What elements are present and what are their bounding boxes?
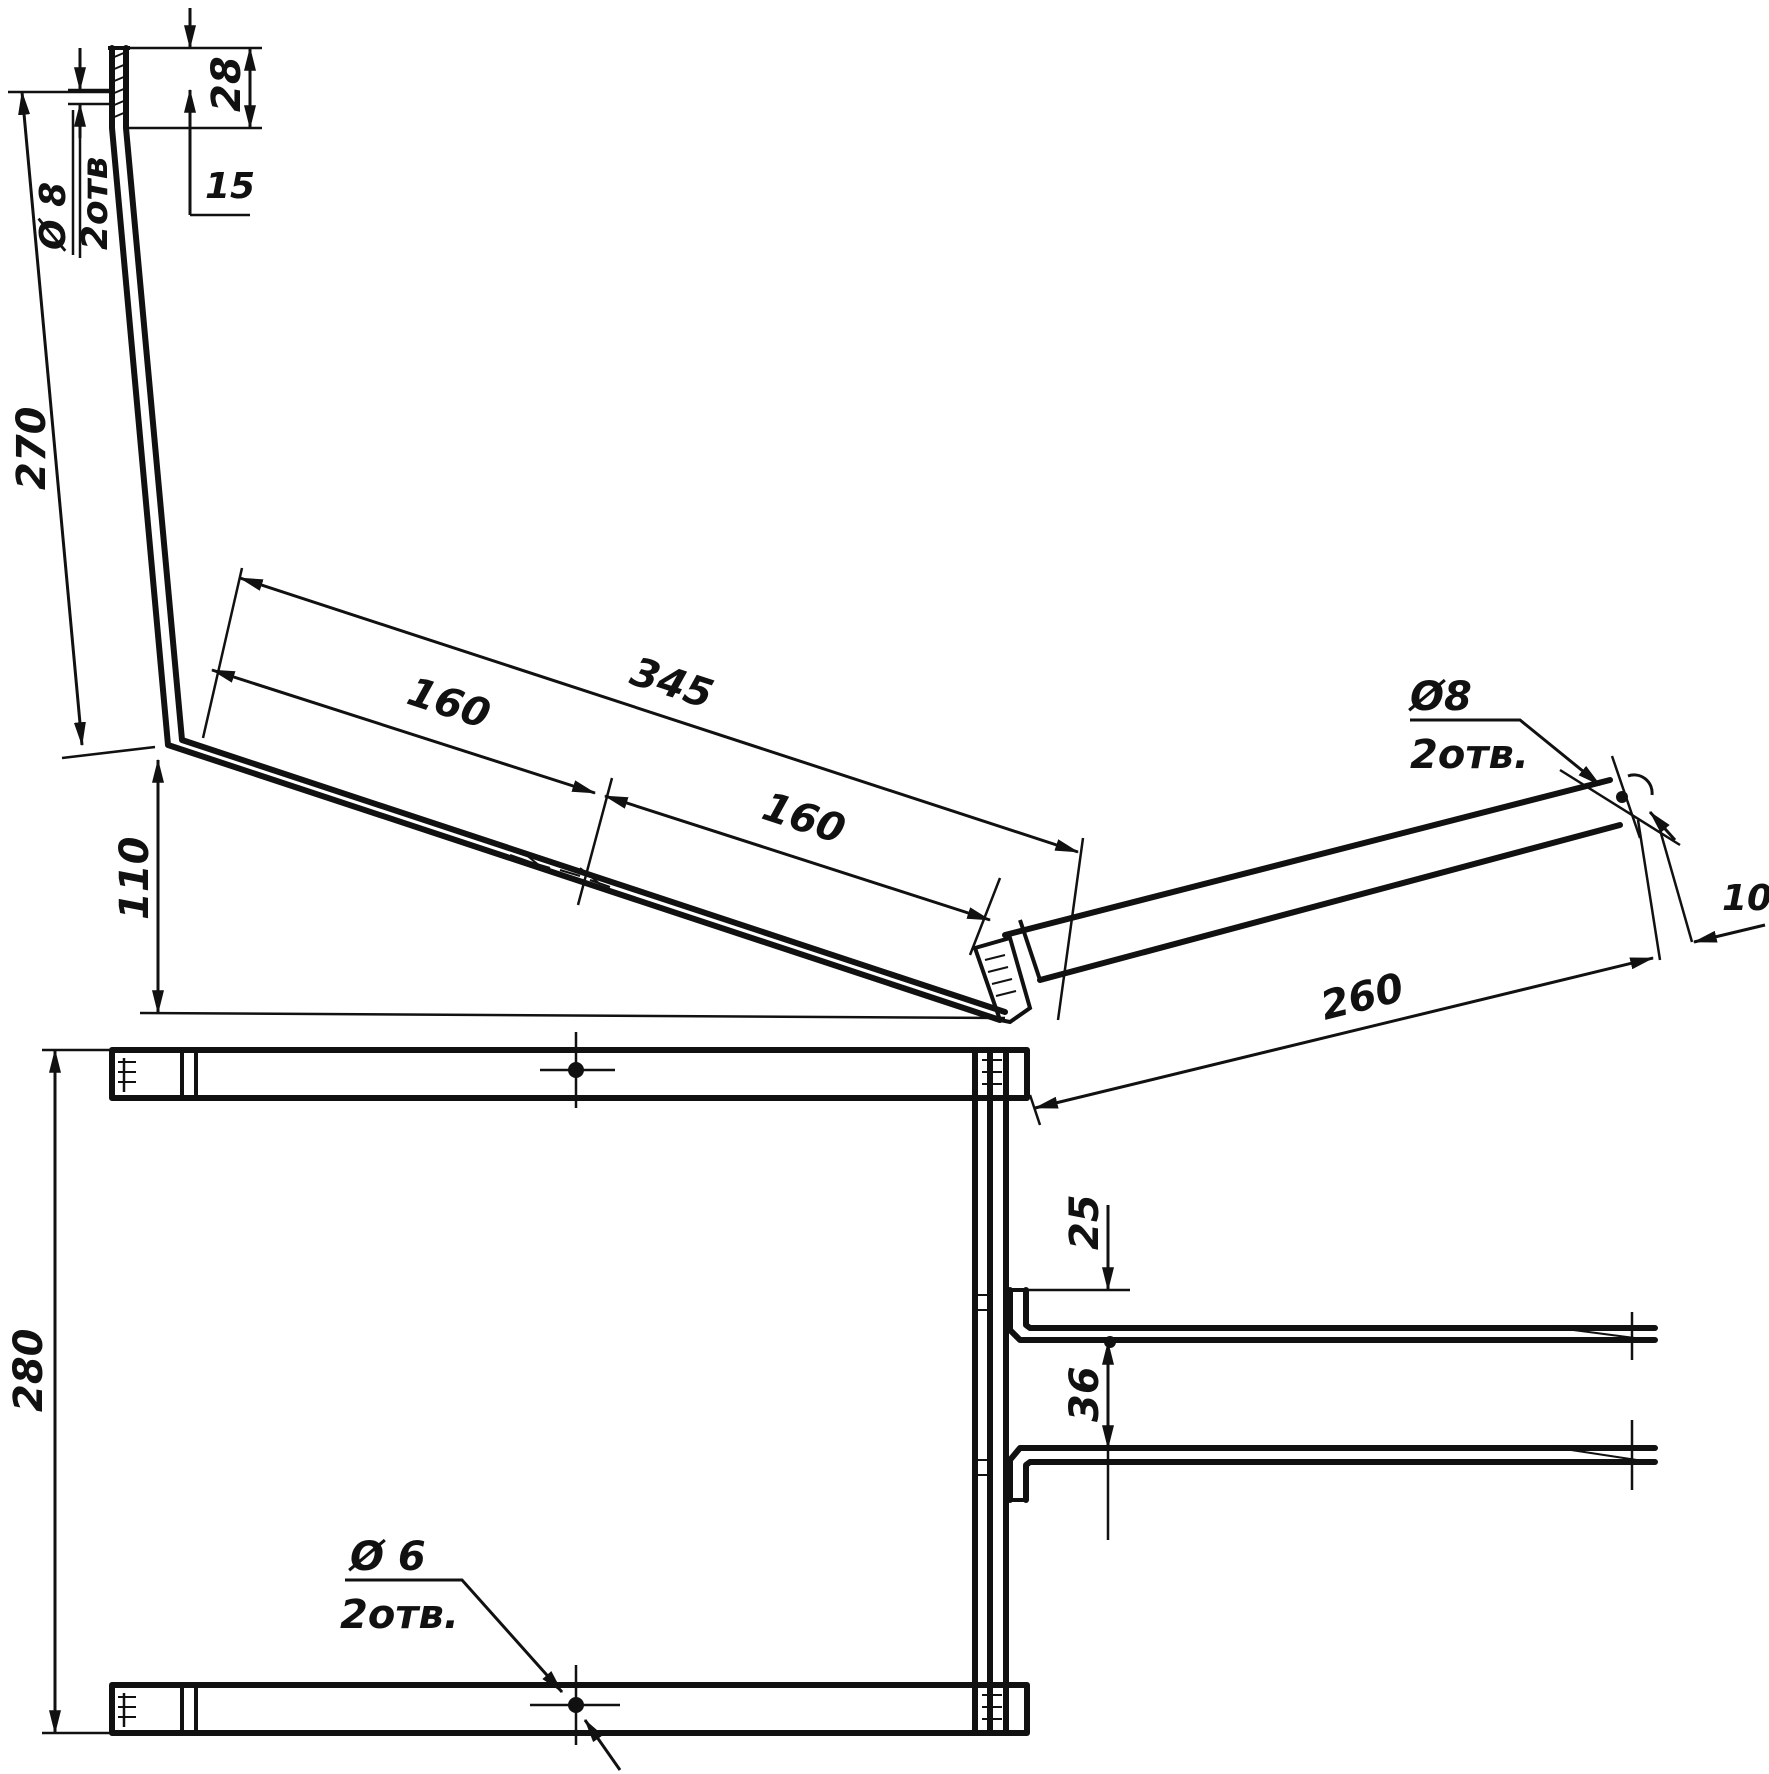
right-rods: [975, 1287, 1658, 1503]
callout-right-count: 2отв.: [1410, 732, 1529, 778]
seat-end-block: [972, 935, 1033, 1025]
callout-bottom: Ø 6 2отв.: [340, 1534, 459, 1638]
bottom-bar: [109, 1665, 1030, 1745]
rod-hole: [1104, 1336, 1116, 1348]
dim-280: 280: [6, 1329, 52, 1413]
callout-right-diameter: Ø8: [1408, 674, 1472, 720]
dim-15: 15: [205, 166, 255, 207]
callout-bottom-diameter: Ø 6: [348, 1534, 426, 1580]
dimension-lines: [8, 8, 1766, 1771]
callout-right: Ø8 2отв.: [1408, 674, 1529, 778]
dim-25: 25: [1062, 1194, 1108, 1250]
dim-160-a: 160: [402, 669, 496, 739]
dim-10: 10: [1722, 878, 1769, 919]
seat-frame: [109, 1032, 1658, 1745]
dim-110: 110: [112, 837, 158, 921]
dim-270: 270: [9, 407, 55, 491]
dimension-labels: 28 15 Ø 8 2отв 270 110 345 160 160 Ø8 2о…: [6, 56, 1769, 1638]
top-bar: [109, 1032, 1030, 1108]
backrest-arm: [1002, 755, 1681, 983]
dim-36: 36: [1062, 1366, 1108, 1422]
vertical-side: [972, 1047, 1029, 1736]
callout-top-left-diameter: Ø 8: [33, 182, 74, 252]
callout-top-left-count: 2отв: [75, 157, 116, 250]
dim-160-b: 160: [757, 784, 851, 854]
callout-top-left: Ø 8 2отв: [33, 110, 116, 255]
callout-bottom-count: 2отв.: [340, 1592, 459, 1638]
dim-28: 28: [204, 56, 250, 112]
